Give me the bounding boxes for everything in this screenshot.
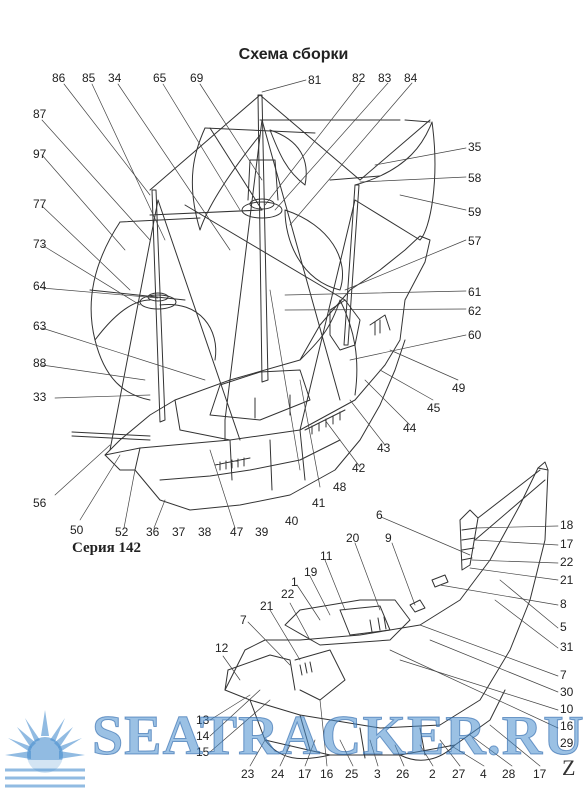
- part-label: 56: [33, 496, 47, 510]
- part-label: 84: [404, 71, 418, 85]
- part-label: 52: [115, 525, 129, 539]
- part-label: 29: [560, 736, 574, 750]
- part-label: 7: [560, 668, 567, 682]
- part-label: 49: [452, 381, 466, 395]
- part-label: 34: [108, 71, 122, 85]
- part-label: 20: [346, 531, 360, 545]
- part-label: 11: [320, 549, 333, 563]
- part-label: 30: [560, 685, 574, 699]
- part-label: 64: [33, 279, 47, 293]
- part-label: 3: [374, 767, 381, 781]
- part-label: 60: [468, 328, 482, 342]
- rigged-ship-drawing: [71, 94, 436, 511]
- part-label: 25: [345, 767, 359, 781]
- part-label: 9: [385, 531, 392, 545]
- part-label: 4: [480, 767, 487, 781]
- part-label: 16: [560, 719, 574, 733]
- part-label: 10: [560, 702, 574, 716]
- part-label: 50: [70, 523, 84, 537]
- watermark-sun-emblem: [0, 710, 95, 791]
- part-label: 28: [502, 767, 516, 781]
- part-label: 36: [146, 525, 160, 539]
- part-label: 81: [308, 73, 322, 87]
- part-label: 82: [352, 71, 366, 85]
- part-label: 45: [427, 401, 441, 415]
- part-label: 57: [468, 234, 482, 248]
- part-label: 62: [468, 304, 482, 318]
- part-label: 12: [215, 641, 229, 655]
- watermark-text: SEATRACKER.RU: [92, 708, 585, 764]
- part-label: 6: [376, 508, 383, 522]
- part-label: 19: [304, 565, 318, 579]
- part-label: 33: [33, 390, 47, 404]
- page-mark: Z: [562, 755, 576, 780]
- part-label: 35: [468, 140, 482, 154]
- part-label: 21: [260, 599, 274, 613]
- part-label: 47: [230, 525, 244, 539]
- part-label: 31: [560, 640, 574, 654]
- part-label: 27: [452, 767, 466, 781]
- part-label: 8: [560, 597, 567, 611]
- part-label: 97: [33, 147, 47, 161]
- part-label: 44: [403, 421, 417, 435]
- part-label: 24: [271, 767, 285, 781]
- part-label: 85: [82, 71, 96, 85]
- part-label: 38: [198, 525, 212, 539]
- part-label: 17: [298, 767, 312, 781]
- leader-lines-lower: [209, 516, 559, 767]
- part-label: 83: [378, 71, 392, 85]
- part-label: 23: [241, 767, 255, 781]
- part-label: 22: [281, 587, 295, 601]
- part-label: 87: [33, 107, 47, 121]
- part-label: 65: [153, 71, 167, 85]
- leader-lines: [41, 79, 467, 529]
- part-label: 22: [560, 555, 574, 569]
- part-label: 15: [196, 745, 210, 759]
- part-label: 86: [52, 71, 66, 85]
- part-label: 63: [33, 319, 47, 333]
- part-label: 48: [333, 480, 347, 494]
- part-label: 41: [312, 496, 326, 510]
- part-label: 2: [429, 767, 436, 781]
- part-label: 7: [240, 613, 247, 627]
- part-label: 21: [560, 573, 574, 587]
- part-label: 16: [320, 767, 334, 781]
- part-label: 42: [352, 461, 366, 475]
- part-label: 73: [33, 237, 47, 251]
- part-label: 39: [255, 525, 269, 539]
- part-label: 58: [468, 171, 482, 185]
- part-label: 26: [396, 767, 410, 781]
- part-label: 69: [190, 71, 204, 85]
- part-label: 61: [468, 285, 482, 299]
- part-label: 43: [377, 441, 391, 455]
- part-label: 5: [560, 620, 567, 634]
- part-label: 17: [560, 537, 574, 551]
- series-label: Серия 142: [72, 540, 142, 556]
- part-label: 1: [291, 575, 298, 589]
- diagram-title: Схема сборки: [238, 46, 349, 63]
- part-label: 14: [196, 729, 210, 743]
- part-label: 17: [533, 767, 547, 781]
- part-label: 88: [33, 356, 47, 370]
- part-label: 40: [285, 514, 299, 528]
- part-label: 37: [172, 525, 186, 539]
- part-label: 18: [560, 518, 574, 532]
- part-label: 13: [196, 713, 210, 727]
- part-label: 77: [33, 197, 47, 211]
- part-label: 59: [468, 205, 482, 219]
